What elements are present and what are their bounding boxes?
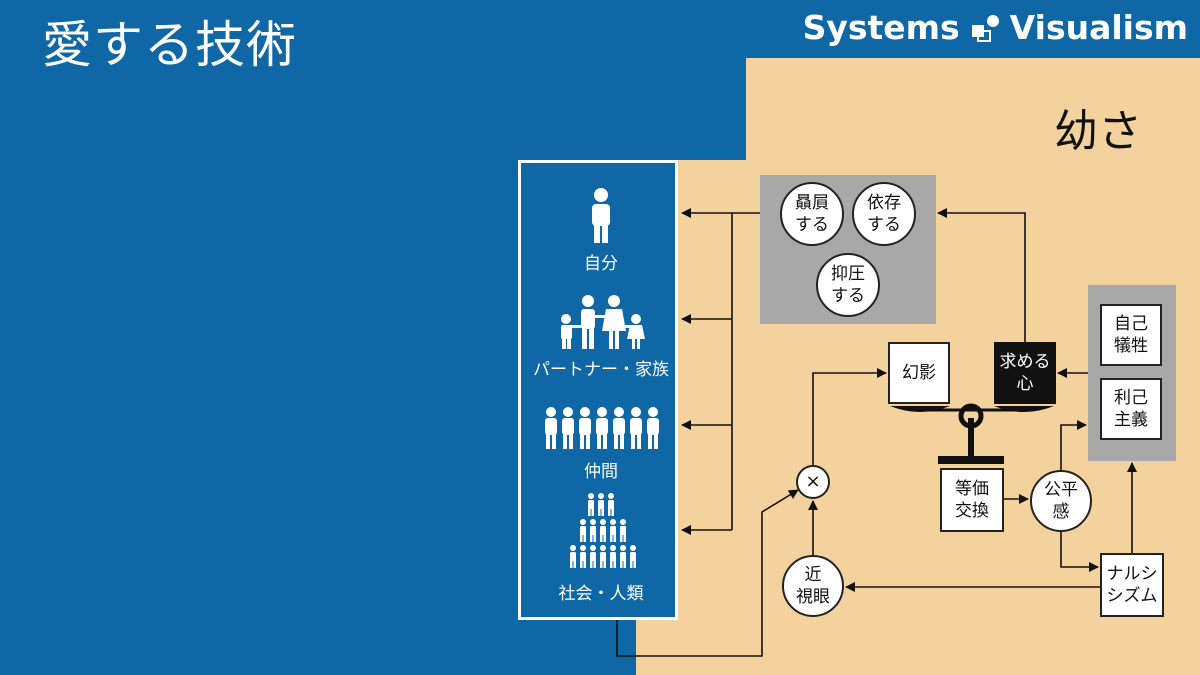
narcissism-node: ナルシ シズム [1100,553,1164,617]
page-title: 愛する技術 [42,16,297,74]
group-label-peers: 仲間 [584,462,618,482]
dependence-node: 依存 する [852,182,916,246]
person-icon [592,188,610,243]
multiply-node: × [796,465,830,499]
peers-icon [545,407,659,449]
immaturity-label: 幼さ [1054,106,1142,157]
equal-exchange-node: 等価 交換 [940,468,1004,532]
favoritism-node: 贔屓 する [780,182,844,246]
brand-logo: Systems Visualism [803,8,1188,48]
seeking-heart-node: 求める 心 [994,342,1056,404]
myopia-node: 近 視眼 [782,555,844,617]
society-icon [570,493,636,568]
selfishness-node: 利己 主義 [1100,378,1162,440]
group-label-society: 社会・人類 [558,584,644,604]
love-target-groups: 自分 パートナー・家族 仲間 [518,160,678,620]
systems-visualism-logo-icon [971,15,999,42]
fairness-node: 公平 感 [1030,470,1092,532]
suppression-node: 抑圧 する [816,253,880,317]
brand-text-right: Visualism [1009,8,1188,47]
group-label-partner-family: パートナー・家族 [533,360,669,380]
illusion-node: 幻影 [888,342,950,404]
brand-text-left: Systems [802,8,960,47]
family-icon [561,295,645,349]
group-label-self: 自分 [584,254,618,274]
self-sacrifice-node: 自己 犠牲 [1100,304,1162,366]
